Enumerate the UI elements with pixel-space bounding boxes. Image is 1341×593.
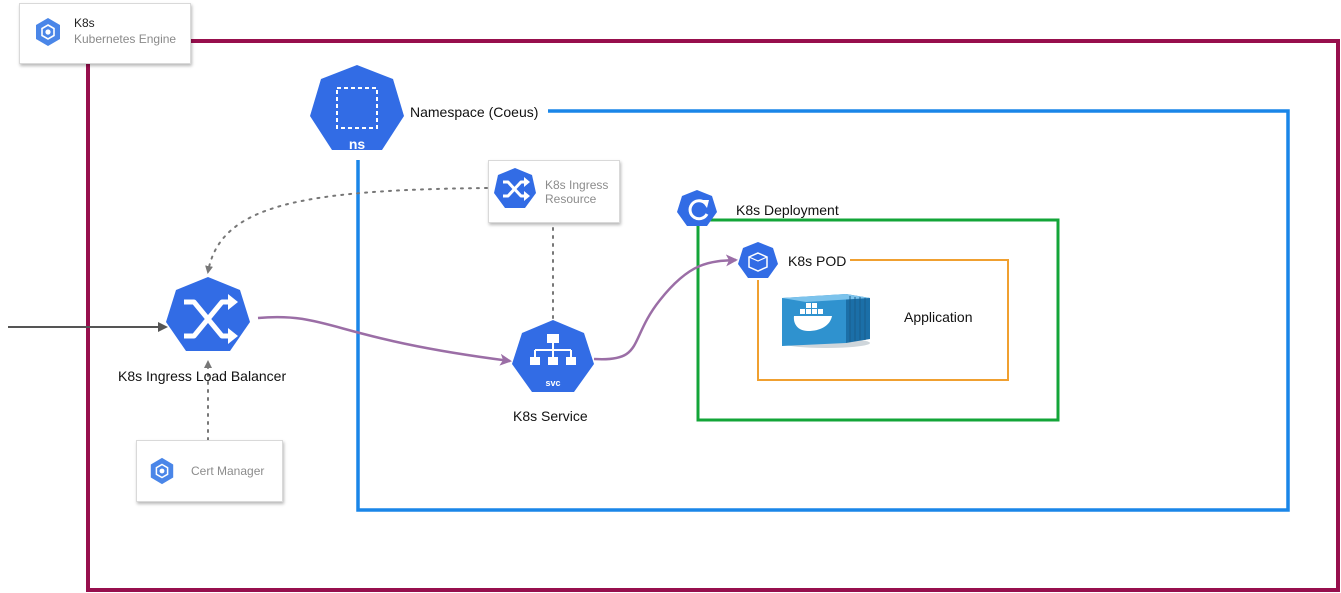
service-icon[interactable]: svc	[512, 320, 594, 392]
cert-manager-card[interactable]: Cert Manager	[136, 440, 283, 502]
kubernetes-engine-subtitle: Kubernetes Engine	[74, 32, 177, 46]
deployment-boundary	[696, 218, 1060, 422]
cert-manager-label: Cert Manager	[191, 464, 265, 478]
kubernetes-engine-icon	[36, 18, 60, 46]
pod-icon	[738, 242, 778, 278]
namespace-icon: ns	[310, 65, 404, 152]
pod-label: K8s POD	[788, 253, 847, 269]
pod-boundary	[757, 259, 1009, 381]
kubernetes-engine-title: K8s	[74, 16, 95, 30]
lb-to-service-flow	[257, 315, 512, 366]
load-balancer-icon[interactable]	[166, 277, 250, 351]
deployment-label: K8s Deployment	[736, 202, 839, 218]
deployment-icon	[677, 190, 717, 226]
application-label: Application	[904, 309, 973, 325]
ingress-resource-label-line1: K8s Ingress	[545, 178, 609, 192]
cluster-boundary	[86, 39, 1340, 592]
namespace-boundary	[356, 109, 1290, 512]
ingress-resource-shuffle-icon	[494, 168, 536, 208]
cert-manager-icon	[150, 457, 174, 485]
namespace-icon-text: ns	[349, 136, 366, 152]
service-label: K8s Service	[513, 408, 588, 424]
ingress-resource-connector	[205, 187, 488, 274]
kubernetes-engine-card[interactable]: K8s Kubernetes Engine	[19, 3, 191, 64]
load-balancer-label: K8s Ingress Load Balancer	[118, 368, 287, 384]
service-to-pod-flow	[593, 254, 738, 361]
namespace-label: Namespace (Coeus)	[410, 104, 539, 120]
ingress-resource-card[interactable]: K8s Ingress Resource	[488, 160, 620, 223]
service-icon-text: svc	[545, 378, 560, 388]
docker-container-icon	[782, 294, 870, 348]
ingress-resource-label-line2: Resource	[545, 192, 597, 206]
